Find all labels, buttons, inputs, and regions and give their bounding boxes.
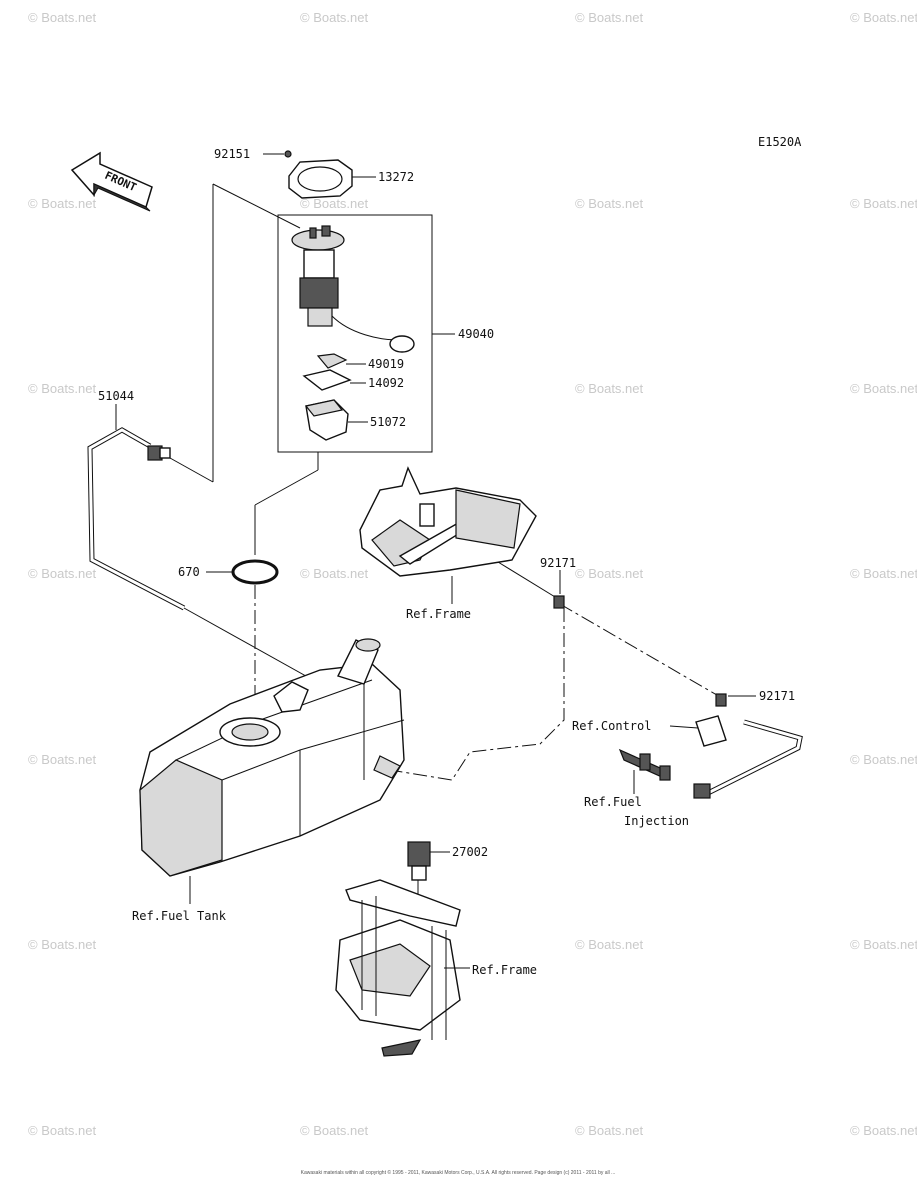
watermark: © Boats.net: [300, 10, 369, 25]
ref-fuel-injection-2: Injection: [624, 814, 689, 828]
watermark: © Boats.net: [850, 196, 917, 211]
ref-fuel-tank: Ref.Fuel Tank: [132, 909, 227, 923]
callout-92171-a: 92171: [540, 556, 576, 570]
watermark: © Boats.net: [575, 196, 644, 211]
filter-51072: [304, 399, 368, 441]
callout-49019: 49019: [368, 357, 404, 371]
clamp-92171-a: [553, 570, 565, 609]
callout-14092: 14092: [368, 376, 404, 390]
callout-92151: 92151: [214, 147, 250, 161]
callout-27002: 27002: [452, 845, 488, 859]
diagram-code: E1520A: [758, 135, 802, 149]
part-14092: [302, 369, 366, 391]
callout-92171-b: 92171: [759, 689, 795, 703]
ref-frame-top: Ref.Frame: [406, 607, 471, 621]
ref-fuel-injection-1: Ref.Fuel: [584, 795, 642, 809]
screw-92151: [263, 150, 292, 158]
callout-51044: 51044: [98, 389, 134, 403]
clamp-92171-b: [715, 693, 756, 707]
copyright-notice: Kawasaki materials within all copyright …: [301, 1169, 616, 1176]
control-bracket: [669, 715, 727, 747]
callout-13272: 13272: [378, 170, 414, 184]
watermark: © Boats.net: [850, 1123, 917, 1138]
watermark: © Boats.net: [28, 566, 97, 581]
ref-frame-bottom: Ref.Frame: [472, 963, 537, 977]
watermark: © Boats.net: [28, 937, 97, 952]
front-arrow-icon: FRONT: [70, 151, 153, 212]
watermark: © Boats.net: [300, 1123, 369, 1138]
watermark: © Boats.net: [575, 381, 644, 396]
frame-top: [359, 466, 537, 577]
watermark: © Boats.net: [28, 196, 97, 211]
watermark: © Boats.net: [575, 937, 644, 952]
plate-13272: [288, 159, 376, 199]
watermark: © Boats.net: [850, 10, 917, 25]
watermark: © Boats.net: [28, 1123, 97, 1138]
watermark: © Boats.net: [28, 10, 97, 25]
callout-51072: 51072: [370, 415, 406, 429]
watermark-layer: © Boats.net © Boats.net © Boats.net © Bo…: [28, 10, 917, 1138]
watermark: © Boats.net: [575, 10, 644, 25]
assembly-bracket: [277, 214, 433, 453]
watermark: © Boats.net: [850, 752, 917, 767]
watermark: © Boats.net: [850, 937, 917, 952]
connector-27002: [407, 841, 450, 921]
frame-bottom: [335, 879, 461, 1057]
callout-670: 670: [178, 565, 200, 579]
fuel-injection-rail: [618, 748, 711, 799]
watermark: © Boats.net: [300, 566, 369, 581]
callout-49040: 49040: [458, 327, 494, 341]
watermark: © Boats.net: [850, 566, 917, 581]
fuel-pump-assembly: [291, 225, 415, 353]
watermark: © Boats.net: [28, 381, 97, 396]
ref-control: Ref.Control: [572, 719, 651, 733]
hose-51044: [87, 427, 186, 611]
part-49019: [316, 353, 366, 369]
watermark: © Boats.net: [850, 381, 917, 396]
watermark: © Boats.net: [300, 196, 369, 211]
watermark: © Boats.net: [28, 752, 97, 767]
watermark: © Boats.net: [575, 566, 644, 581]
fuel-tank: [139, 638, 405, 877]
watermark: © Boats.net: [575, 1123, 644, 1138]
